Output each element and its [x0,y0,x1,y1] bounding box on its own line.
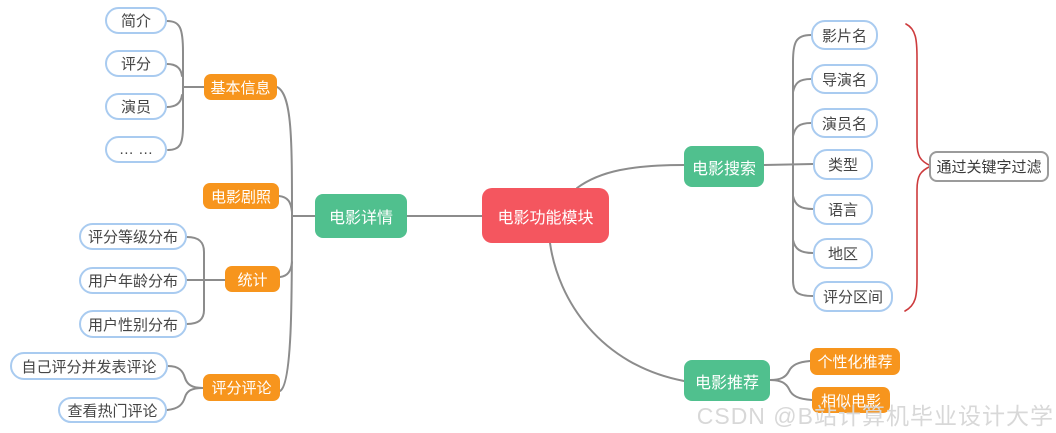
node-movie-function-module[interactable]: 电影功能模块 [482,188,609,243]
leaf-film-name[interactable]: 影片名 [811,20,878,50]
leaf-actors[interactable]: 演员 [105,93,167,120]
leaf-ellipsis[interactable]: … … [105,136,167,163]
leaf-view-hot-comments[interactable]: 查看热门评论 [58,397,167,423]
leaf-rate-and-comment[interactable]: 自己评分并发表评论 [10,352,168,380]
leaf-synopsis[interactable]: 简介 [105,7,167,34]
node-statistics[interactable]: 统计 [225,266,280,292]
node-similar-movies[interactable]: 相似电影 [812,387,890,413]
leaf-user-gender-distribution[interactable]: 用户性别分布 [79,310,187,338]
watermark: CSDN @B站计算机毕业设计大学 [696,403,1054,429]
node-movie-search[interactable]: 电影搜索 [684,146,764,187]
leaf-region[interactable]: 地区 [813,238,873,269]
node-basic-info[interactable]: 基本信息 [204,74,277,100]
leaf-rating-level-distribution[interactable]: 评分等级分布 [79,223,187,250]
leaf-rating[interactable]: 评分 [105,50,167,77]
leaf-director-name[interactable]: 导演名 [811,64,878,94]
node-rating-comments[interactable]: 评分评论 [203,374,280,401]
leaf-language[interactable]: 语言 [813,194,873,225]
node-movie-stills[interactable]: 电影剧照 [203,183,279,209]
leaf-rating-range[interactable]: 评分区间 [813,281,893,312]
curly-brace [904,23,933,312]
leaf-user-age-distribution[interactable]: 用户年龄分布 [79,267,187,294]
leaf-genre[interactable]: 类型 [813,149,873,180]
node-movie-recommend[interactable]: 电影推荐 [684,360,770,401]
note-keyword-filter[interactable]: 通过关键字过滤 [929,151,1049,182]
node-personalized-recommend[interactable]: 个性化推荐 [810,348,900,375]
leaf-actor-name[interactable]: 演员名 [811,108,878,138]
node-movie-detail[interactable]: 电影详情 [315,194,407,238]
